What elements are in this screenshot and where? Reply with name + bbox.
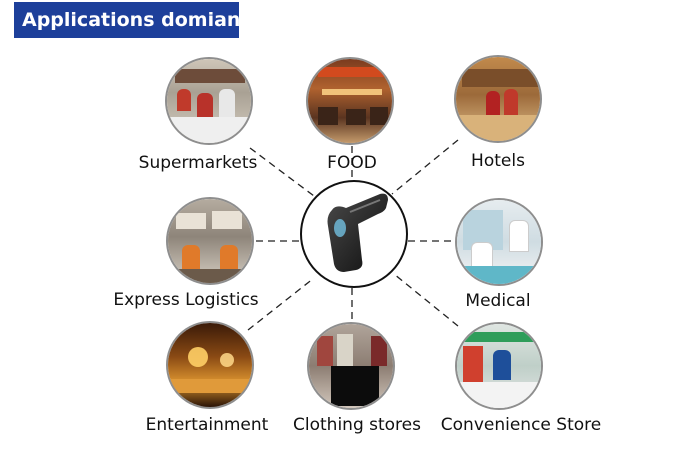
label-express-logistics: Express Logistics [113, 290, 259, 310]
image-hotels [454, 55, 542, 143]
label-convenience-store: Convenience Store [440, 415, 602, 435]
label-hotels: Hotels [471, 151, 525, 171]
label-clothing-stores: Clothing stores [293, 415, 421, 435]
label-food: FOOD [327, 153, 377, 173]
image-supermarkets [165, 57, 253, 145]
connector-supermarkets [249, 147, 315, 197]
center-circle [300, 180, 408, 288]
image-medical [455, 198, 543, 286]
barcode-scanner-icon [327, 193, 388, 272]
image-express-logistics [166, 197, 254, 285]
image-food [306, 57, 394, 145]
connector-convenience-store [393, 273, 459, 327]
label-medical: Medical [465, 291, 531, 311]
page-title: Applications domian [14, 2, 240, 38]
label-supermarkets: Supermarkets [138, 153, 258, 173]
label-entertainment: Entertainment [145, 415, 269, 435]
image-convenience-store [455, 322, 543, 410]
connector-entertainment [247, 277, 315, 331]
image-clothing-stores [307, 322, 395, 410]
connector-hotels [391, 139, 459, 195]
image-entertainment [166, 321, 254, 409]
